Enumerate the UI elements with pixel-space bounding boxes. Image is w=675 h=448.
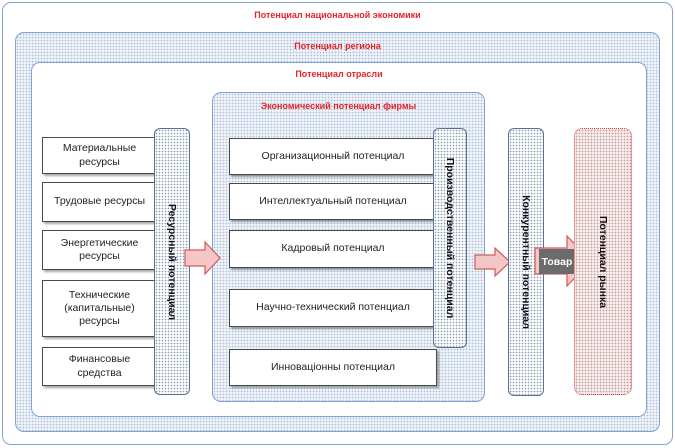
production-potential-bar: Производственный потенциал	[433, 128, 467, 348]
market-potential-label: Потенциал рынка	[597, 215, 609, 308]
firm-title: Экономический потенциал фирмы	[260, 101, 417, 111]
resource-box-financial: Финансовые средства	[42, 347, 157, 386]
resource-box-technical: Технические (капитальные) ресурсы	[42, 280, 157, 337]
national-economy-title: Потенциал национальной экономики	[254, 10, 421, 20]
market-potential-bar: Потенциал рынка	[574, 128, 632, 395]
arrow-right-icon	[474, 247, 511, 277]
region-title: Потенциал региона	[294, 41, 381, 51]
firm-box-intellectual: Интеллектуальный потенциал	[229, 183, 437, 220]
resource-box-labor: Трудовые ресурсы	[42, 182, 157, 222]
firm-box-scientific-technical: Научно-технический потенциал	[229, 289, 437, 327]
resource-box-energy: Энергетические ресурсы	[42, 230, 157, 270]
firm-box-organizational: Организационный потенциал	[229, 138, 437, 175]
industry-title: Потенциал отрасли	[295, 69, 383, 79]
production-potential-label: Производственный потенциал	[444, 157, 456, 319]
firm-box-personnel: Кадровый потенциал	[229, 230, 437, 268]
arrow-right-icon	[184, 241, 221, 275]
resource-potential-bar: Ресурсный потенциал	[154, 128, 190, 395]
resource-box-material: Материальные ресурсы	[42, 137, 157, 174]
competitive-potential-label: Конкурентный потенциал	[520, 195, 532, 329]
product-label: Товар	[539, 249, 575, 274]
resource-potential-label: Ресурсный потенциал	[166, 203, 178, 320]
firm-box-innovation: Инноваціонны потенциал	[229, 349, 437, 386]
